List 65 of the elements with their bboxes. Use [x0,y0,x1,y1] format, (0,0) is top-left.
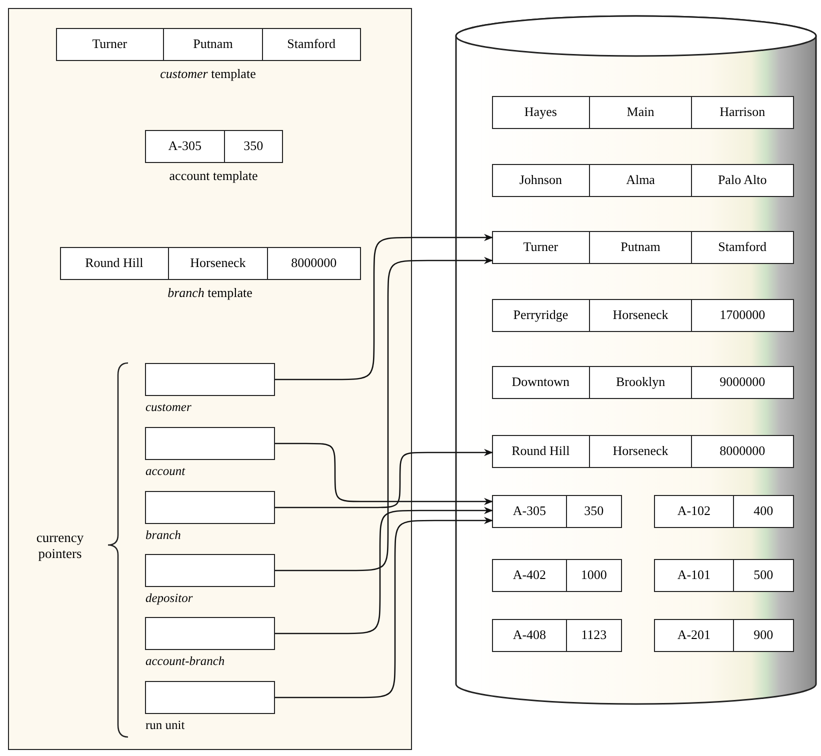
record-field: A-305 [146,130,224,162]
record [654,618,794,652]
record-field: Harrison [691,96,792,128]
record-field: 500 [733,560,792,590]
group-label: currency pointers [35,530,85,562]
record-field: Palo Alto [691,164,792,196]
record-field: 9000000 [691,366,792,398]
panel [8,8,412,750]
record [492,230,794,264]
record [492,434,794,468]
record-field: Horseneck [588,436,692,466]
record [654,558,794,592]
record [492,298,794,332]
record-field: 1000 [566,560,620,590]
record-field: A-402 [492,560,566,590]
record-field: Brooklyn [588,366,692,398]
record [492,558,622,592]
record-field: A-201 [654,620,734,650]
record-field: Round Hill [60,248,168,278]
pointer-label: account-branch [146,654,225,668]
record-field: 1700000 [691,300,792,330]
record-caption: branch template [168,284,252,300]
record-field: Main [588,96,692,128]
pointer-label: run unit [146,718,185,732]
record-field: 400 [733,496,792,526]
pointer-label: account [146,464,186,478]
record-field: Turner [492,232,589,262]
record-field: 900 [733,620,792,650]
record-caption: customer template [160,66,256,82]
record-field: Alma [588,164,692,196]
pointer-arrow [275,256,493,572]
record-field: A-102 [654,496,734,526]
record-field: A-408 [492,620,566,650]
record-field: Perryridge [492,300,589,330]
pointer-label: branch [146,528,181,542]
pointer-arrow [275,234,493,380]
record-field: Johnson [492,164,589,196]
pointer-arrow [275,506,493,634]
record-field: Putnam [588,232,692,262]
record-field: A-101 [654,560,734,590]
record-field: Turner [56,28,163,60]
record-field: Stamford [691,232,792,262]
record-field: A-305 [492,496,566,526]
pointer-label: depositor [146,590,193,606]
record-field: 1123 [566,620,620,650]
record [492,618,622,652]
record-field: 350 [566,496,620,526]
record-field: 8000000 [691,436,792,466]
record [492,164,794,196]
record [492,494,622,528]
record-field: Horseneck [588,300,692,330]
pointer-label: customer [146,400,192,414]
record-caption: account template [169,168,258,184]
record-field: Putnam [162,28,262,60]
record-field: Horseneck [168,248,268,278]
record [654,494,794,528]
record-field: Downtown [492,366,589,398]
record-field: Round Hill [492,436,589,466]
record [492,96,794,128]
record-field: 350 [224,130,282,162]
record-field: Hayes [492,96,589,128]
record-field: 8000000 [267,248,360,278]
record [492,366,794,398]
record-field: Stamford [262,28,360,60]
pointer-arrow [275,516,493,698]
